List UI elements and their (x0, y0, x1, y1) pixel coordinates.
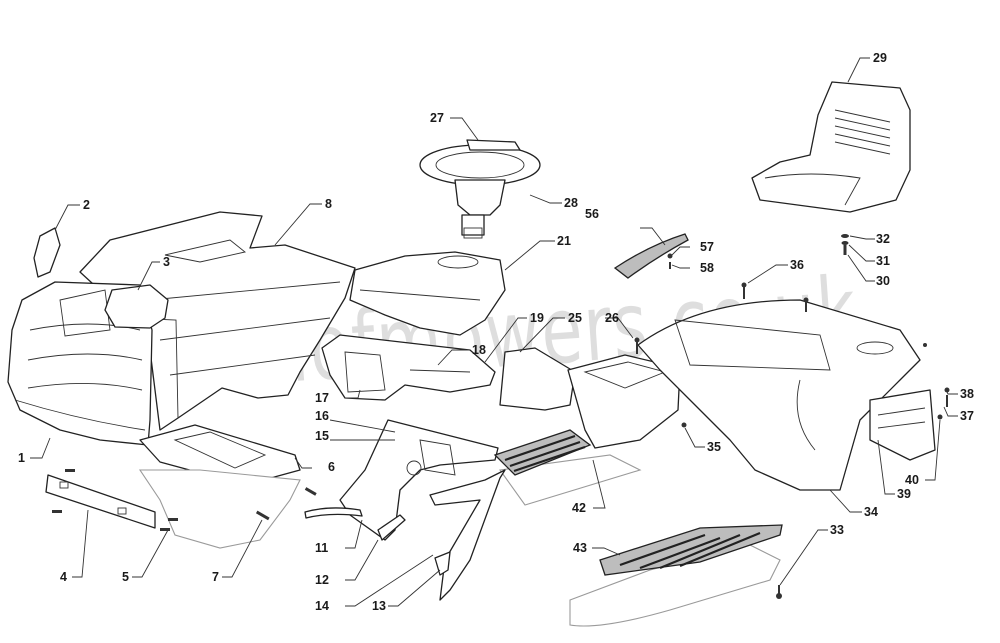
part-lever-cover[interactable] (613, 233, 689, 279)
part-dashboard-cover[interactable] (349, 251, 506, 336)
label-33[interactable]: 33 (830, 523, 844, 537)
label-37[interactable]: 37 (960, 409, 974, 423)
label-12[interactable]: 12 (315, 573, 329, 587)
label-35[interactable]: 35 (707, 440, 721, 454)
label-8[interactable]: 8 (325, 197, 332, 211)
label-27[interactable]: 27 (430, 111, 444, 125)
part-pedal-frame[interactable] (339, 419, 499, 541)
label-15[interactable]: 15 (315, 429, 329, 443)
part-seat[interactable] (751, 81, 911, 213)
label-17[interactable]: 17 (315, 391, 329, 405)
part-pedal-arm[interactable] (429, 469, 506, 601)
label-42[interactable]: 42 (572, 501, 586, 515)
part-seat-hardware[interactable] (841, 234, 849, 255)
label-4[interactable]: 4 (60, 570, 67, 584)
part-support-plate[interactable] (139, 424, 301, 486)
part-headlight-lens[interactable] (33, 227, 61, 278)
part-screw-33[interactable] (776, 585, 782, 599)
label-43[interactable]: 43 (573, 541, 587, 555)
label-21[interactable]: 21 (557, 234, 571, 248)
part-clip-13[interactable] (434, 551, 451, 576)
label-1[interactable]: 1 (18, 451, 25, 465)
part-rear-body[interactable] (637, 299, 921, 491)
label-2[interactable]: 2 (83, 198, 90, 212)
label-26[interactable]: 26 (605, 311, 619, 325)
part-footrest-mat-right[interactable] (599, 524, 783, 576)
part-footrest-mat-left[interactable] (493, 429, 592, 476)
label-36[interactable]: 36 (790, 258, 804, 272)
leader-lines (30, 57, 958, 607)
footboard-outline (569, 544, 781, 627)
part-headlight-housing[interactable] (104, 284, 169, 329)
part-mounting-bracket[interactable] (45, 474, 156, 529)
hardware-screws-left (52, 469, 317, 531)
label-19[interactable]: 19 (530, 311, 544, 325)
label-28[interactable]: 28 (564, 196, 578, 210)
label-11[interactable]: 11 (315, 541, 328, 555)
label-7[interactable]: 7 (212, 570, 219, 584)
part-steering-wheel[interactable] (419, 144, 541, 239)
label-5[interactable]: 5 (122, 570, 129, 584)
part-steering-cap[interactable] (466, 139, 521, 151)
label-38[interactable]: 38 (960, 387, 974, 401)
label-39[interactable]: 39 (897, 487, 911, 501)
label-58[interactable]: 58 (700, 261, 714, 275)
part-console-panel[interactable] (499, 347, 576, 411)
label-34[interactable]: 34 (864, 505, 878, 519)
label-29[interactable]: 29 (873, 51, 887, 65)
label-16[interactable]: 16 (315, 409, 329, 423)
label-6[interactable]: 6 (328, 460, 335, 474)
label-13[interactable]: 13 (372, 599, 386, 613)
label-30[interactable]: 30 (876, 274, 890, 288)
part-screw-58[interactable] (669, 262, 671, 269)
label-14[interactable]: 14 (315, 599, 329, 613)
label-3[interactable]: 3 (163, 255, 170, 269)
hardware-bolts (634, 282, 950, 428)
part-dashboard-base[interactable] (321, 334, 496, 401)
part-labels: 1 2 3 4 5 6 7 8 11 12 13 14 15 16 17 18 … (18, 51, 974, 613)
label-32[interactable]: 32 (876, 232, 890, 246)
label-18[interactable]: 18 (472, 343, 486, 357)
part-washer-57[interactable] (667, 253, 673, 259)
label-31[interactable]: 31 (876, 254, 890, 268)
label-40[interactable]: 40 (905, 473, 919, 487)
label-57[interactable]: 57 (700, 240, 714, 254)
label-56[interactable]: 56 (585, 207, 599, 221)
part-rear-bracket[interactable] (869, 389, 936, 461)
part-pedal-rod[interactable] (304, 507, 406, 541)
label-25[interactable]: 25 (568, 311, 582, 325)
